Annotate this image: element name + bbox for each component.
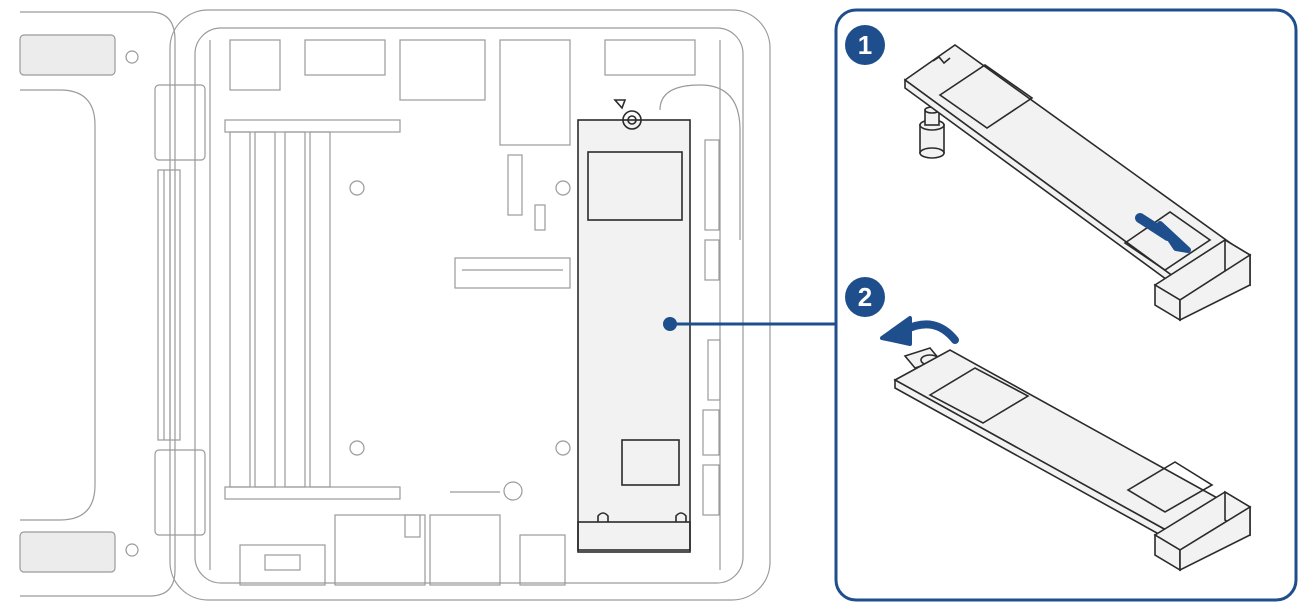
- ssd-board: [578, 120, 690, 552]
- hinge-strip: [158, 170, 180, 440]
- port: [400, 40, 485, 100]
- hinge-bottom: [155, 450, 205, 535]
- step-number: 1: [858, 30, 872, 60]
- chassis: [20, 10, 770, 600]
- wifi-slot: [455, 258, 570, 288]
- port: [335, 515, 425, 585]
- connector-strip: [703, 140, 720, 515]
- standoff: [504, 482, 522, 500]
- step-number: 2: [858, 282, 872, 312]
- lid-foot-bottom: [20, 532, 115, 572]
- detail-panel: 1: [836, 10, 1296, 600]
- port: [500, 40, 570, 145]
- port: [230, 40, 280, 90]
- port: [430, 515, 500, 585]
- port: [240, 545, 325, 585]
- hinge-top: [155, 85, 205, 160]
- port: [520, 535, 565, 585]
- port: [305, 40, 385, 75]
- standoff: [350, 441, 364, 455]
- screw-hole: [126, 544, 138, 556]
- screw-wing: [615, 100, 625, 108]
- standoff: [350, 181, 364, 195]
- screw-hole: [126, 51, 138, 63]
- lid-foot-top: [20, 35, 115, 75]
- port: [605, 40, 695, 75]
- standoff: [556, 181, 570, 195]
- chassis-lid: [20, 12, 175, 596]
- ram-slots: [225, 120, 400, 499]
- standoff: [556, 441, 570, 455]
